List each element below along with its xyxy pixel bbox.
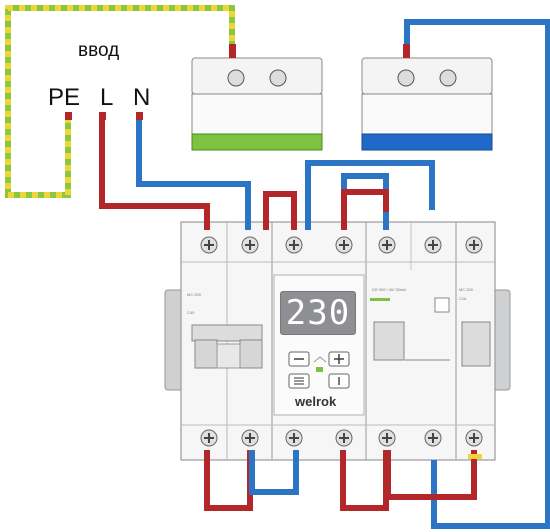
menu-icon [294,377,304,385]
input-label: ввод [78,40,120,61]
mcb1-lever-bar [216,343,241,369]
left-rail-clip [164,289,184,391]
rcd-green-strip [370,298,390,301]
mcb1-rating: C40 [187,310,195,315]
top-jumper-red-2 [341,189,389,230]
phase-wire-input [99,118,210,230]
din-rail-assembly [164,221,511,461]
n-label: N [133,84,151,111]
phase-wire-tip [99,112,106,120]
green-terminal-block [191,57,323,151]
mcb2-model: MC 200 [459,287,474,292]
brand-label: welrok [295,394,337,409]
mcb1-lever-left[interactable] [194,339,218,369]
rcd-lever[interactable] [373,321,405,361]
top-jumper-blue [305,160,435,230]
l-label: L [100,84,114,111]
top-screws [200,236,483,254]
rcd-model: DS 900 / 40/ 30mA [372,287,406,292]
mcb1-lever-top [191,324,263,342]
mcb1-lever-right[interactable] [239,339,263,369]
plus-icon [334,354,344,364]
mcb1-model: MC 200 [187,292,202,297]
voltage-display: 230 [280,291,356,335]
blue-terminal-block [361,57,493,151]
bottom-jumper-red-3 [385,450,477,500]
neutral-return-wire [404,19,550,529]
yellow-marker [468,454,482,459]
mcb2-lever[interactable] [461,321,491,367]
top-jumper-red [263,191,297,230]
mcb2-rating: C16 [459,296,467,301]
bottom-jumper-blue-1 [249,450,299,495]
bottom-screws [200,429,483,447]
rcd-test-button[interactable] [434,297,450,313]
led-icon [316,367,323,372]
neutral-wire-tip [136,112,143,120]
ground-wire [5,5,236,198]
right-rail-clip [493,289,511,391]
pe-label: PE [48,84,81,111]
relay-switch-symbol [313,356,327,363]
neutral-wire-input [136,118,251,230]
neutral-return-tip [403,44,410,58]
